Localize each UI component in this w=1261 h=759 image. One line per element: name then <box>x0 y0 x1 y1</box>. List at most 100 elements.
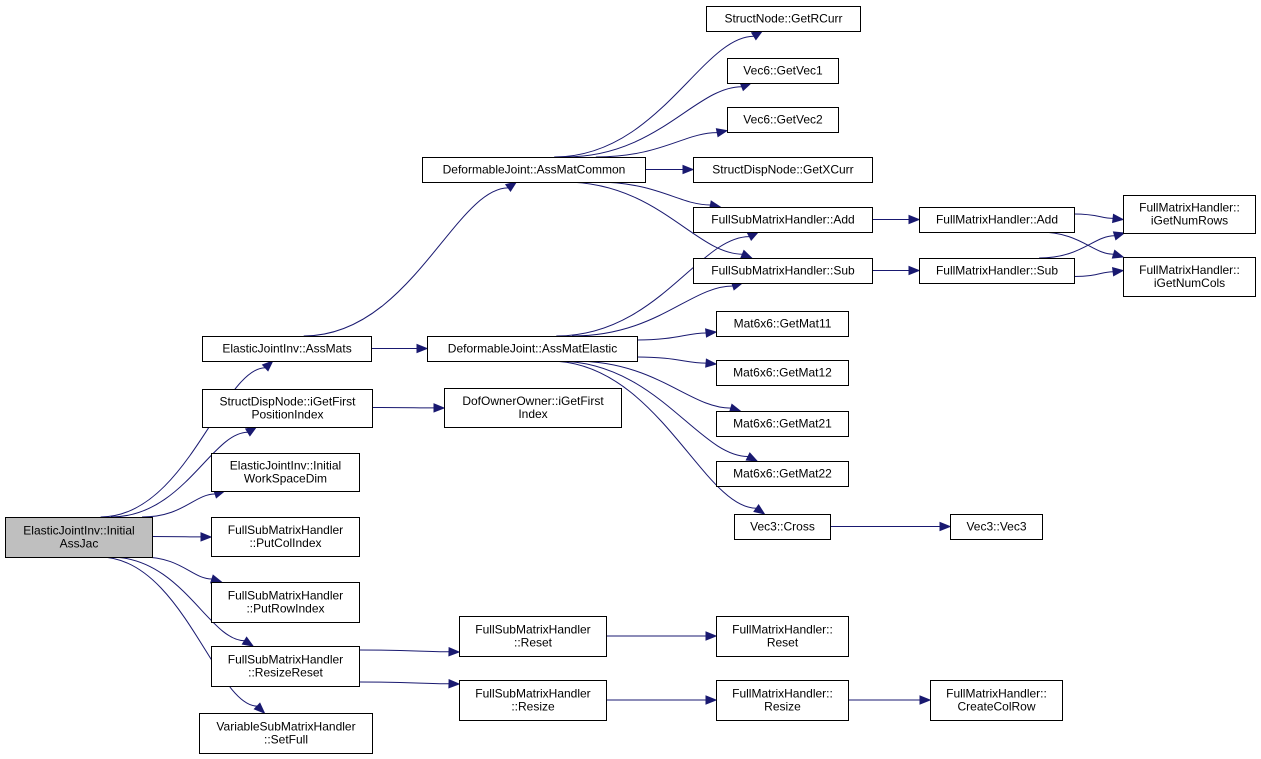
edge-arrowhead <box>433 403 446 413</box>
node-label: FullSubMatrixHandler <box>228 589 343 603</box>
node-v6-gv1[interactable]: Vec6::GetVec1 <box>727 58 839 84</box>
edge-fmh-sub-to-fmh-rows <box>1039 231 1126 259</box>
edge-arrowhead <box>728 403 742 413</box>
node-label: Index <box>518 407 547 421</box>
edge-arrowhead <box>1112 267 1125 277</box>
edge-line <box>636 356 707 364</box>
node-sdn-gxc[interactable]: StructDispNode::GetXCurr <box>693 157 873 183</box>
node-fmh-cols[interactable]: FullMatrixHandler::iGetNumCols <box>1123 257 1256 297</box>
edge-arrowhead <box>746 231 760 241</box>
edge-line <box>595 181 711 206</box>
node-label: ElasticJointInv::Initial <box>230 459 341 473</box>
node-m66-21[interactable]: Mat6x6::GetMat21 <box>716 411 849 437</box>
edge-root-to-vsmh-sf <box>99 556 266 714</box>
node-label: ElasticJointInv::AssMats <box>222 342 351 356</box>
node-label: DeformableJoint::AssMatCommon <box>443 163 626 177</box>
node-label: StructNode::GetRCurr <box>724 12 842 26</box>
edge-line <box>141 493 216 518</box>
node-fmh-rows[interactable]: FullMatrixHandler::iGetNumRows <box>1123 195 1256 234</box>
node-label: PositionIndex <box>251 408 323 422</box>
node-label: DofOwnerOwner::iGetFirst <box>462 394 604 408</box>
node-box <box>706 6 861 32</box>
edge-arrowhead <box>448 679 461 689</box>
edge-dj-amc-to-fsmh-sub <box>564 181 753 259</box>
node-assmats[interactable]: ElasticJointInv::AssMats <box>202 336 372 362</box>
node-fsmh-add[interactable]: FullSubMatrixHandler::Add <box>693 207 873 233</box>
node-fsmh-pci[interactable]: FullSubMatrixHandler::PutColIndex <box>211 517 360 557</box>
edge-line <box>1073 213 1114 219</box>
node-label: Vec6::GetVec1 <box>743 64 823 78</box>
node-fsmh-sub[interactable]: FullSubMatrixHandler::Sub <box>693 258 873 284</box>
edge-root-to-fsmh-pci <box>151 532 213 542</box>
edge-arrowhead <box>682 164 695 175</box>
edge-fsmh-add-to-fmh-add <box>872 214 921 225</box>
edge-line <box>564 181 743 255</box>
node-label: FullMatrixHandler:: <box>1139 263 1240 277</box>
edge-arrowhead <box>261 360 274 372</box>
node-box <box>727 58 839 84</box>
node-box <box>693 207 873 233</box>
node-box <box>199 713 373 754</box>
node-m66-11[interactable]: Mat6x6::GetMat11 <box>716 311 849 337</box>
node-box <box>716 360 849 386</box>
node-fmh-resize[interactable]: FullMatrixHandler::Resize <box>716 680 849 721</box>
node-fmh-reset[interactable]: FullMatrixHandler::Reset <box>716 616 849 657</box>
edge-line <box>99 556 258 707</box>
node-vsmh-sf[interactable]: VariableSubMatrixHandler::SetFull <box>199 713 373 754</box>
edge-arrowhead <box>200 532 213 542</box>
node-sn-grc[interactable]: StructNode::GetRCurr <box>706 6 861 32</box>
node-box <box>919 258 1075 284</box>
node-label: FullSubMatrixHandler <box>475 623 590 637</box>
node-box <box>211 646 360 687</box>
node-label: ::Reset <box>514 636 553 650</box>
node-label: VariableSubMatrixHandler <box>216 720 355 734</box>
node-m66-12[interactable]: Mat6x6::GetMat12 <box>716 360 849 386</box>
edge-line <box>564 86 742 158</box>
edge-arrowhead <box>908 214 921 225</box>
node-label: FullSubMatrixHandler::Sub <box>711 264 855 278</box>
node-box <box>202 336 372 362</box>
node-v6-gv2[interactable]: Vec6::GetVec2 <box>727 107 839 133</box>
edge-line <box>358 649 450 653</box>
node-fsmh-resize[interactable]: FullSubMatrixHandler::Resize <box>459 680 607 721</box>
node-box <box>716 461 849 487</box>
node-dj-ame[interactable]: DeformableJoint::AssMatElastic <box>427 336 638 362</box>
node-v3-v3[interactable]: Vec3::Vec3 <box>950 514 1043 540</box>
edge-arrowhead <box>705 358 718 368</box>
node-fsmh-rr[interactable]: FullSubMatrixHandler::ResizeReset <box>211 646 360 687</box>
node-fmh-ccr[interactable]: FullMatrixHandler::CreateColRow <box>930 680 1063 721</box>
node-fsmh-reset[interactable]: FullSubMatrixHandler::Reset <box>459 616 607 657</box>
edge-arrowhead <box>919 695 932 705</box>
edge-arrowhead <box>504 181 518 192</box>
node-fmh-add[interactable]: FullMatrixHandler::Add <box>919 207 1075 233</box>
edges-layer <box>99 30 1126 714</box>
edge-sdn-igfpi-to-doo-igfi <box>371 403 446 413</box>
node-m66-22[interactable]: Mat6x6::GetMat22 <box>716 461 849 487</box>
node-v3-cross[interactable]: Vec3::Cross <box>734 514 831 540</box>
edge-line <box>1073 271 1114 277</box>
node-box <box>693 157 873 183</box>
node-box <box>919 207 1075 233</box>
edge-arrowhead <box>908 265 921 276</box>
edge-line <box>595 132 718 158</box>
edge-line <box>554 35 754 158</box>
node-dj-amc[interactable]: DeformableJoint::AssMatCommon <box>422 157 646 183</box>
node-label: ::ResizeReset <box>248 666 323 680</box>
node-label: FullMatrixHandler:: <box>1139 201 1240 215</box>
edge-arrowhead <box>448 647 461 657</box>
node-label: ::PutRowIndex <box>246 602 324 616</box>
node-label: iGetNumCols <box>1154 276 1225 290</box>
node-label: DeformableJoint::AssMatElastic <box>448 342 617 356</box>
edge-arrowhead <box>750 30 764 41</box>
node-label: FullSubMatrixHandler <box>228 653 343 667</box>
node-fmh-sub[interactable]: FullMatrixHandler::Sub <box>919 258 1075 284</box>
edge-line <box>1039 235 1115 259</box>
node-label: FullMatrixHandler:: <box>732 623 833 637</box>
node-label: FullSubMatrixHandler::Add <box>711 213 854 227</box>
node-fsmh-pri[interactable]: FullSubMatrixHandler::PutRowIndex <box>211 582 360 623</box>
node-box <box>727 107 839 133</box>
